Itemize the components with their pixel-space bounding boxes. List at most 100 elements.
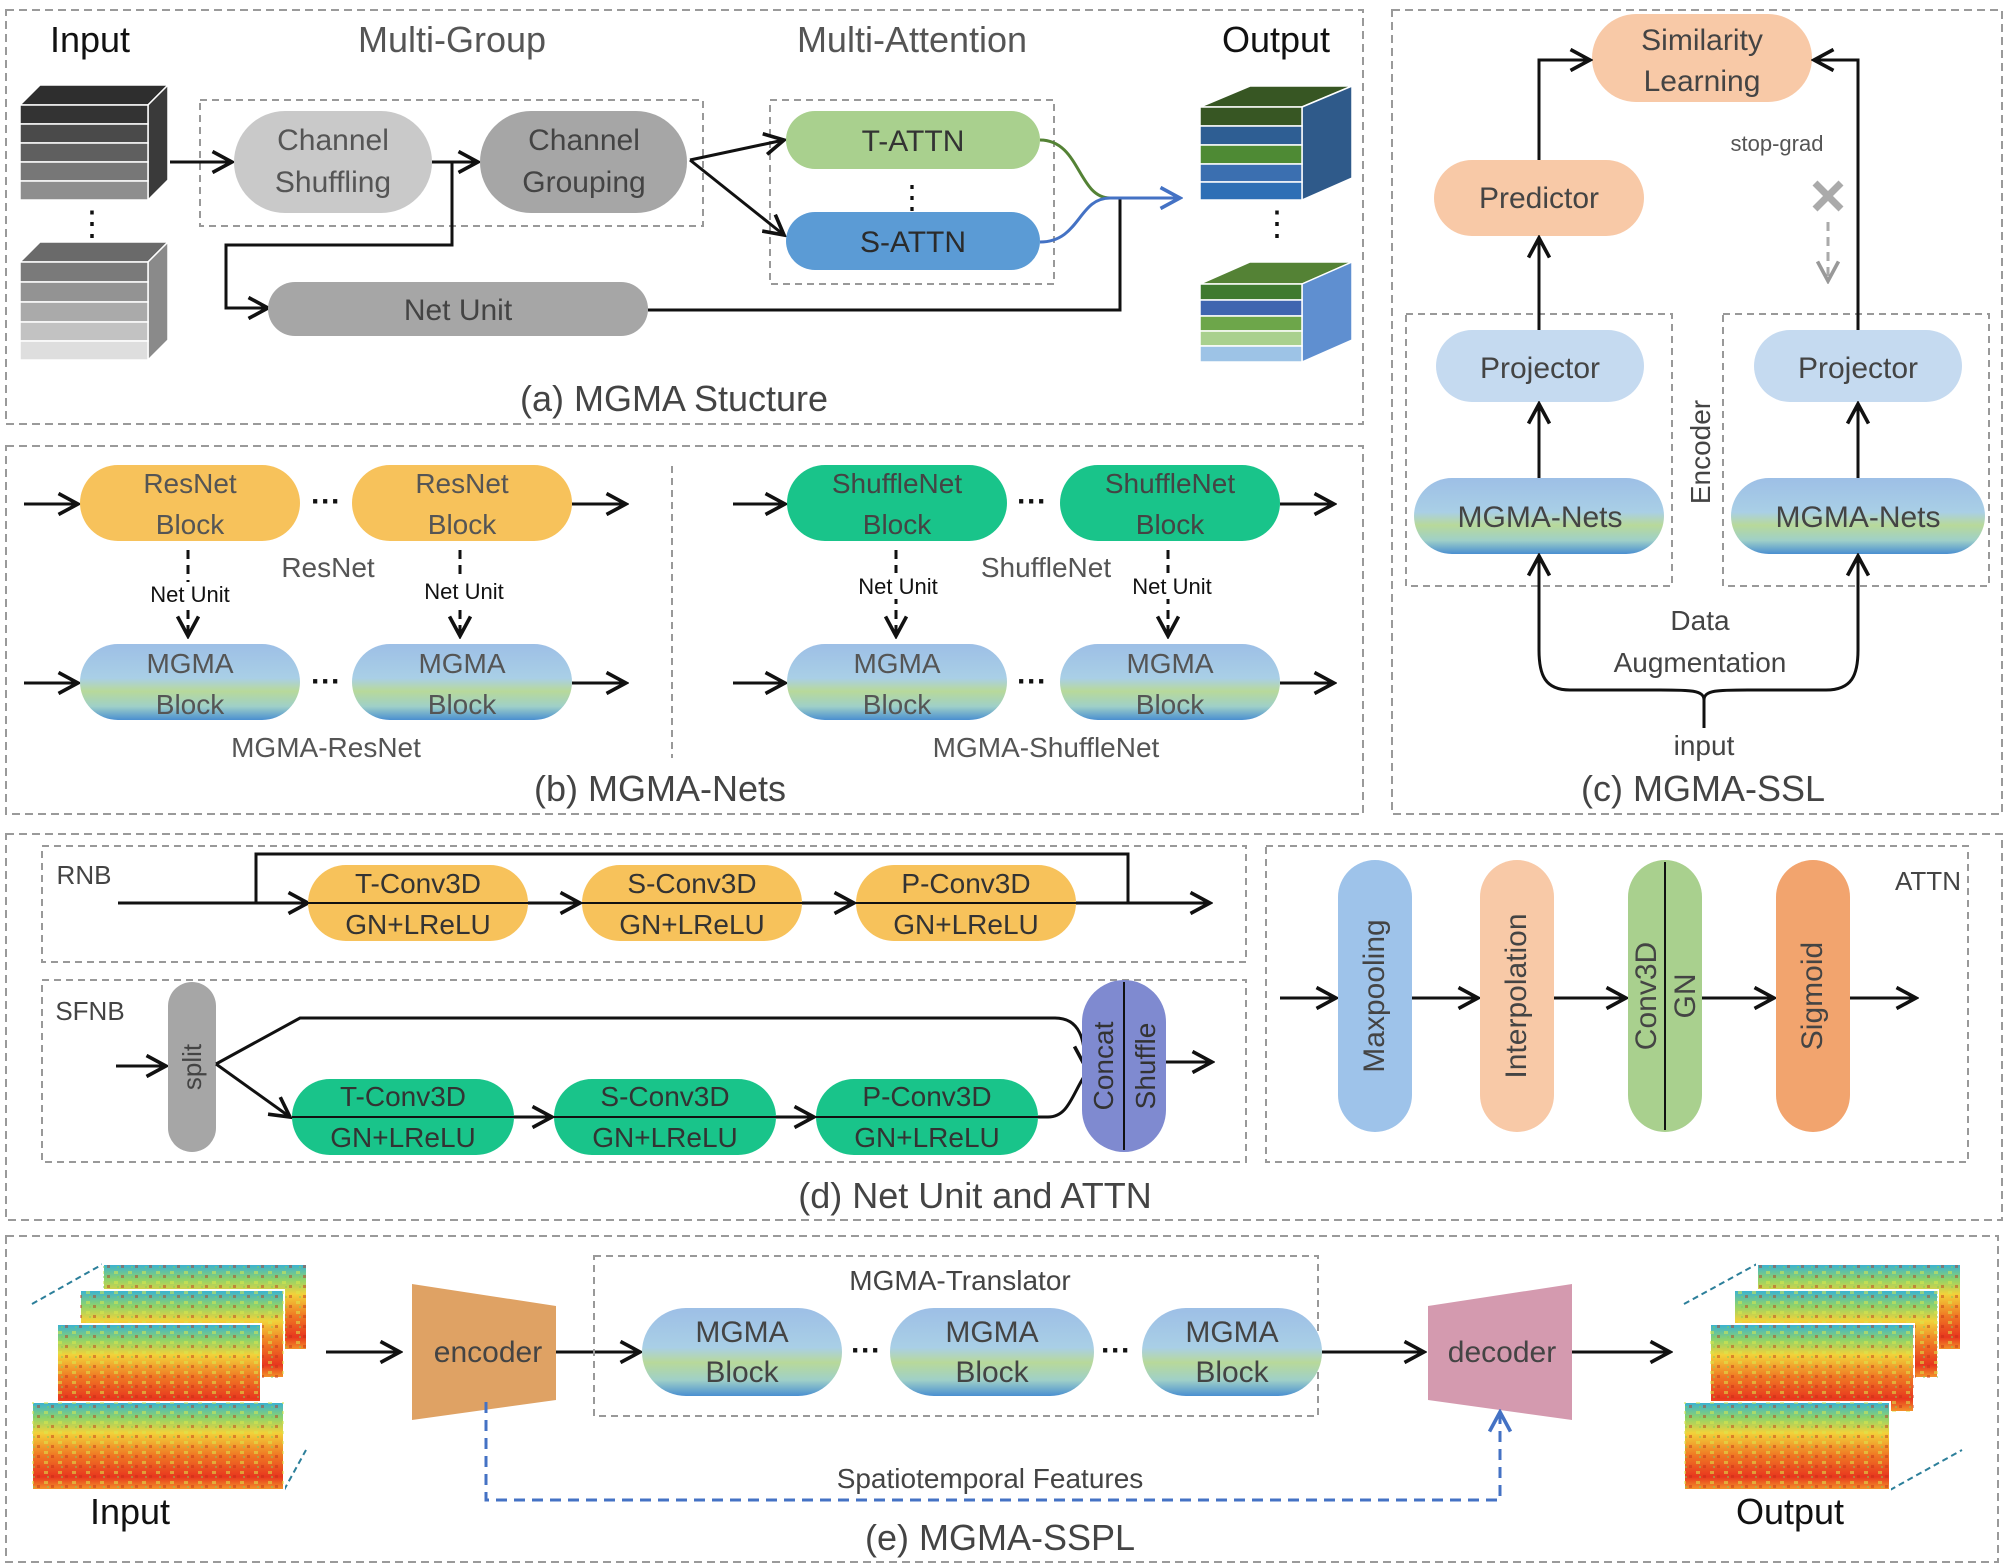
interpolation-node [1480, 860, 1554, 1132]
mgma-resnet-block-2 [352, 644, 572, 720]
mgma-resnet-block-1-line2: Block [156, 689, 225, 720]
projector-left-node [1436, 330, 1644, 402]
rnb-label: RNB [57, 860, 112, 890]
output-ellipsis: ⋮ [1260, 205, 1294, 243]
channel-shuffling-node [234, 111, 432, 213]
stop-grad-label: stop-grad [1731, 131, 1824, 156]
mgma-shufflenet-block-2 [1060, 644, 1280, 720]
spatiotemporal-features-label: Spatiotemporal Features [837, 1463, 1144, 1494]
rnb-p-conv-label: P-Conv3D [901, 868, 1030, 899]
sspl-output-label: Output [1736, 1491, 1844, 1532]
rnb-p-gn-label: GN+LReLU [893, 909, 1039, 940]
panel-b-caption: (b) MGMA-Nets [534, 768, 786, 809]
multi-group-heading: Multi-Group [358, 19, 546, 60]
mgma-nets-right-label: MGMA-Nets [1776, 501, 1941, 534]
channel-grouping-node [480, 111, 687, 213]
stop-grad-x-icon [1812, 180, 1844, 212]
resnet-dots-top: ··· [311, 485, 341, 518]
data-aug-line2: Augmentation [1614, 647, 1787, 678]
to-t-attn-arrow [689, 140, 784, 162]
similarity-learning-node [1592, 14, 1812, 102]
similarity-line2: Learning [1644, 65, 1761, 98]
sfnb-to-t-conv-arrow [215, 1062, 290, 1117]
sspl-mgma-block-2-line1: MGMA [945, 1316, 1038, 1349]
net-unit-label: Net Unit [404, 294, 513, 327]
encoder-label: Encoder [1685, 400, 1716, 504]
sspl-dots-1: ··· [851, 1334, 881, 1367]
s-attn-merge-arrow [1039, 198, 1180, 244]
sspl-mgma-block-1-line2: Block [705, 1356, 779, 1389]
input-heading: Input [50, 19, 130, 60]
rnb-t-gn-label: GN+LReLU [345, 909, 491, 940]
augmentation-left-arrow [1539, 556, 1706, 728]
attn-box [1265, 845, 1969, 1163]
net-unit-return-line [648, 198, 1122, 312]
sfnb-t-conv-label: T-Conv3D [340, 1081, 466, 1112]
mgma-shufflenet-dots: ··· [1017, 665, 1047, 698]
s-attn-label: S-ATTN [860, 226, 966, 259]
resnet-block-2 [352, 465, 572, 541]
sfnb-s-gn-label: GN+LReLU [592, 1122, 738, 1153]
augmentation-right-arrow [1702, 556, 1858, 701]
encoder-label-e: encoder [434, 1336, 542, 1369]
shufflenet-block-2-line1: ShuffleNet [1105, 468, 1235, 499]
panel-e: Input encoder MGMA-Translator MGMA Block… [5, 1235, 1999, 1563]
gn-label: GN [1669, 974, 1702, 1019]
rnb-box [41, 845, 1247, 963]
projector-right-node [1754, 330, 1962, 402]
mgma-resnet-block-1-line1: MGMA [146, 648, 233, 679]
t-attn-label: T-ATTN [862, 125, 965, 158]
resnet-label: ResNet [281, 552, 375, 583]
shufflenet-net-unit-bg-1 [854, 573, 938, 599]
shufflenet-dots-top: ··· [1017, 485, 1047, 518]
sfnb-p-to-concat-line [1038, 1074, 1087, 1119]
data-aug-line1: Data [1670, 605, 1730, 636]
shufflenet-block-1 [787, 465, 1007, 541]
mgma-resnet-dots: ··· [311, 665, 341, 698]
resnet-net-unit-label-2: Net Unit [424, 579, 503, 604]
projector-right-to-similarity-arrow [1814, 60, 1860, 330]
sfnb-p-conv-label: P-Conv3D [862, 1081, 991, 1112]
projector-right-label: Projector [1798, 352, 1918, 385]
decoder-node [1428, 1284, 1572, 1420]
mgma-shufflenet-block-2-line1: MGMA [1126, 648, 1213, 679]
shufflenet-block-1-line1: ShuffleNet [832, 468, 962, 499]
mgma-nets-left-label: MGMA-Nets [1458, 501, 1623, 534]
panel-b: ResNet Block ··· ResNet Block ResNet Net… [5, 445, 1364, 815]
net-unit-node [268, 282, 648, 336]
channel-shuffling-line2: Shuffling [275, 166, 391, 199]
predictor-node [1434, 160, 1644, 236]
input-stack-top [18, 83, 170, 202]
similarity-line1: Similarity [1641, 24, 1763, 57]
rnb-residual-line [254, 852, 1130, 903]
maxpooling-label: Maxpooling [1358, 919, 1391, 1072]
sfnb-s-conv-label: S-Conv3D [600, 1081, 729, 1112]
s-attn-node [786, 212, 1040, 270]
input-ellipsis: ⋮ [75, 205, 109, 243]
maxpooling-node [1338, 860, 1412, 1132]
resnet-net-unit-bg-2 [418, 579, 502, 605]
sfnb-t-gn-label: GN+LReLU [330, 1122, 476, 1153]
decoder-label: decoder [1448, 1336, 1556, 1369]
shuffle-label: Shuffle [1130, 1023, 1161, 1110]
panel-a-caption: (a) MGMA Stucture [520, 378, 828, 419]
sfnb-label: SFNB [55, 996, 124, 1026]
mgma-shufflenet-block-1 [787, 644, 1007, 720]
skip-feature-arrow [484, 1402, 1500, 1502]
sspl-dots-2: ··· [1101, 1334, 1131, 1367]
output-stack-top [1199, 84, 1353, 202]
shufflenet-net-unit-label-2: Net Unit [1132, 574, 1211, 599]
encoder-node [412, 1284, 556, 1420]
sspl-mgma-block-3-line2: Block [1195, 1356, 1269, 1389]
resnet-block-1-line1: ResNet [143, 468, 237, 499]
shufflenet-block-2-line2: Block [1136, 509, 1205, 540]
shufflenet-label: ShuffleNet [981, 552, 1111, 583]
concat-label: Concat [1088, 1021, 1119, 1110]
panel-c-frame [1391, 9, 2003, 815]
mgma-resnet-label: MGMA-ResNet [231, 732, 421, 763]
mgma-resnet-block-1 [80, 644, 300, 720]
predictor-to-similarity-arrow [1537, 60, 1590, 160]
interpolation-label: Interpolation [1500, 913, 1533, 1078]
panel-c: Similarity Learning Predictor stop-grad … [1391, 9, 2003, 815]
t-attn-merge-line [1039, 138, 1160, 200]
